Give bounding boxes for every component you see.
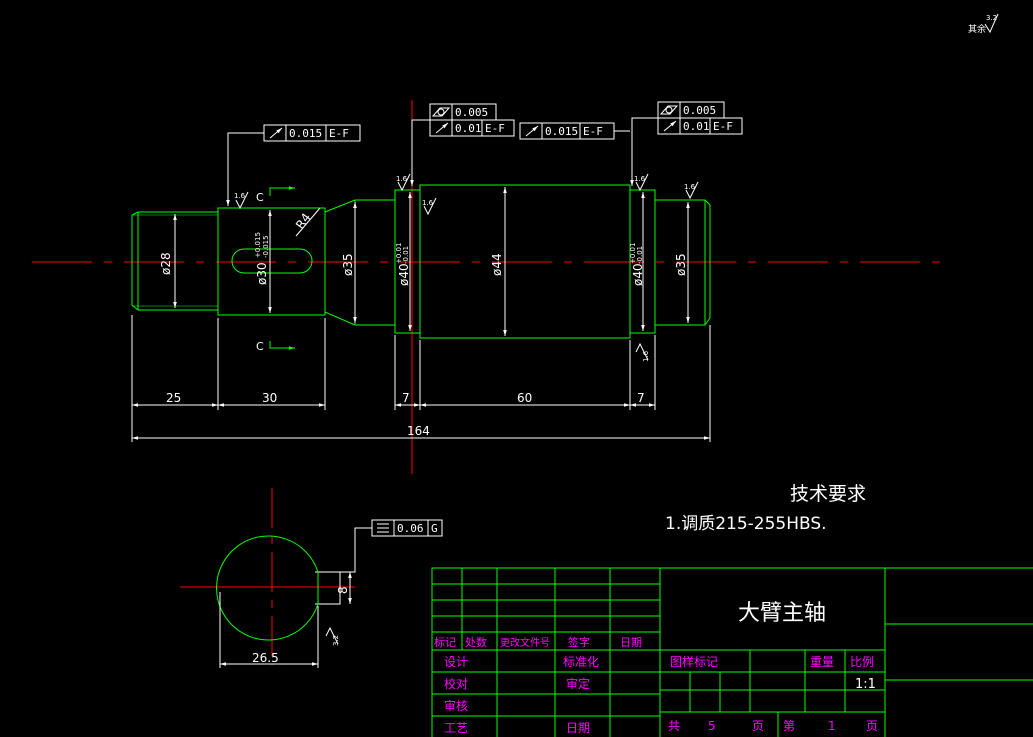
title-block	[431, 567, 1033, 737]
label-sheet: 第	[783, 719, 795, 733]
keyway-slot	[231, 248, 313, 274]
tol4-run-value: 0.01	[683, 120, 710, 133]
label-total: 共	[668, 719, 680, 733]
section-mark-top: C	[256, 191, 264, 204]
dim-len-7a: 7	[402, 391, 410, 405]
section-mark-bottom: C	[256, 340, 264, 353]
roughness-2: 1.6	[396, 175, 408, 183]
label-approve: 审定	[566, 676, 590, 691]
label-standard: 标准化	[563, 655, 599, 669]
dim-d44: ø44	[490, 253, 504, 276]
tolerance-leaders	[226, 117, 658, 605]
sheet-value: 1	[828, 719, 836, 733]
length-dimension-lines	[131, 315, 711, 442]
tolerance-frame-3: 0.015 E-F	[519, 122, 630, 140]
tol4-form-value: 0.005	[683, 104, 716, 117]
roughness-6: 1.6	[642, 350, 650, 362]
dim-section-width: 26.5	[252, 651, 279, 665]
title-block-labels: 标记 处数 更改文件号 签字 日期 设计 校对 审核 工艺 标准化 审定 日期 …	[434, 635, 878, 735]
tolerance-frame-1: 0.015 E-F	[263, 124, 361, 142]
label-date: 日期	[566, 721, 590, 735]
tol2-run-value: 0.01	[455, 122, 482, 135]
dim-d30-tol-lo: -0.015	[262, 235, 270, 258]
dim-d30-tol-up: +0.015	[254, 232, 262, 258]
roughness-3: 1.6	[422, 199, 434, 207]
roughness-symbols	[235, 173, 699, 645]
label-design: 设计	[444, 655, 468, 669]
dim-d40-right-tol-lo: -0.01	[636, 246, 644, 264]
label-process: 工艺	[444, 721, 468, 735]
label-review: 审核	[444, 698, 468, 713]
tol5-value: 0.06	[397, 522, 424, 535]
dim-d40-right-tol-up: +0.01	[629, 243, 637, 264]
label-page-2: 页	[866, 719, 878, 733]
dim-d28: ø28	[159, 252, 173, 275]
tol1-datum: E-F	[329, 127, 349, 140]
tolerance-frame-4: 0.005 0.01 E-F	[657, 101, 743, 135]
tol4-run-datum: E-F	[713, 120, 733, 133]
rev-header-sign: 签字	[568, 635, 590, 649]
dim-d40-left-tol-lo: -0.01	[402, 246, 410, 264]
rev-header-doc: 更改文件号	[500, 636, 550, 649]
tol2-run-datum: E-F	[485, 122, 505, 135]
roughness-4: 1.6	[634, 175, 646, 183]
tol5-datum: G	[431, 522, 438, 535]
general-roughness-label: 其余	[968, 23, 986, 35]
dim-key-width: 8	[336, 586, 350, 594]
general-roughness-value: 3.2	[986, 14, 997, 22]
dim-d35-left: ø35	[341, 253, 355, 276]
tolerance-frame-2: 0.005 0.01 E-F	[429, 103, 515, 137]
diameter-dimension-lines	[173, 187, 690, 336]
dim-d40-left-tol-up: +0.01	[395, 243, 403, 264]
dim-len-164: 164	[407, 424, 430, 438]
notes-line-1: 1.调质215-255HBS.	[665, 514, 827, 534]
roughness-5: 1.6	[684, 183, 696, 191]
label-weight: 重量	[810, 655, 834, 669]
label-drawing-mark: 图样标记	[670, 654, 718, 669]
dim-d30: ø30	[255, 262, 269, 285]
dim-len-60: 60	[517, 391, 532, 405]
label-check: 校对	[444, 676, 468, 691]
tol3-datum: E-F	[583, 125, 603, 138]
drawing-title: 大臂主轴	[738, 601, 826, 626]
dim-len-30: 30	[262, 391, 277, 405]
total-value: 5	[708, 719, 716, 733]
label-page-1: 页	[752, 719, 764, 733]
dim-d40-right: ø40	[631, 263, 645, 286]
dim-len-7b: 7	[637, 391, 645, 405]
rev-header-date: 日期	[620, 636, 642, 649]
dim-d35-right: ø35	[674, 253, 688, 276]
shaft-outline	[131, 184, 711, 339]
roughness-1: 1.6	[234, 192, 246, 200]
notes-heading: 技术要求	[790, 483, 866, 505]
rev-header-mark: 标记	[434, 635, 456, 649]
dim-d40-left: ø40	[397, 263, 411, 286]
tol1-value: 0.015	[289, 127, 322, 140]
tol2-form-value: 0.005	[455, 106, 488, 119]
dim-radius: R4	[293, 211, 314, 232]
section-view: 26.5 8 0.06 G	[216, 519, 443, 668]
rev-header-count: 处数	[465, 636, 487, 649]
scale-value: 1:1	[855, 677, 876, 692]
roughness-9: 3.2	[332, 635, 340, 646]
section-c-marks	[269, 186, 295, 350]
label-scale: 比例	[850, 655, 874, 669]
dim-len-25: 25	[166, 391, 181, 405]
tol3-value: 0.015	[545, 125, 578, 138]
general-roughness-mark: 其余 3.2	[968, 13, 999, 35]
